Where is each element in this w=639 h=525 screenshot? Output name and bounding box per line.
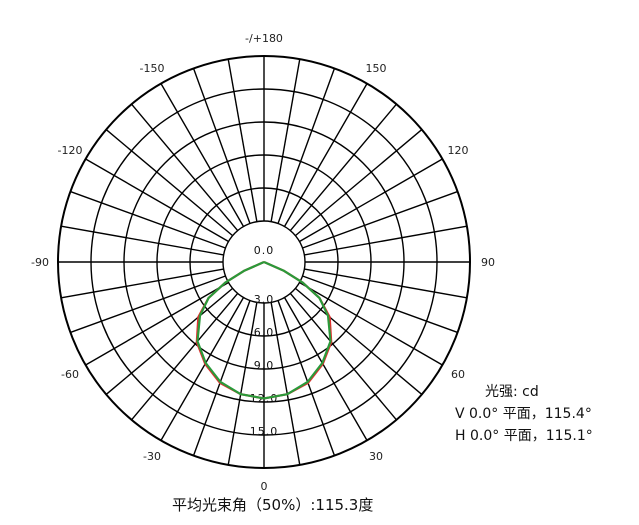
radial-tick-label: 15.0: [250, 425, 279, 438]
legend: 光强: cd V 0.0° 平面，115.4° H 0.0° 平面，115.1°: [455, 381, 593, 447]
angle-tick-label: -60: [61, 368, 79, 381]
angle-tick-label: -120: [58, 144, 83, 157]
grid-spoke: [61, 225, 224, 256]
grid-spoke: [105, 287, 234, 395]
grid-spoke: [277, 300, 336, 456]
grid-spoke: [85, 281, 229, 366]
legend-v-plane: V 0.0° 平面，115.4°: [455, 406, 592, 422]
grid-spoke: [192, 68, 251, 224]
beam-angle-footer: 平均光束角（50%）:115.3度: [172, 496, 374, 514]
radial-tick-label: 0.0: [254, 244, 275, 257]
grid-spoke: [299, 281, 443, 366]
angle-tick-label: 30: [369, 450, 383, 463]
grid-spoke: [283, 83, 368, 227]
angle-tick-label: 0: [261, 480, 268, 493]
grid-spoke: [70, 275, 226, 334]
grid-spoke: [304, 225, 467, 256]
grid-spoke: [270, 302, 301, 465]
legend-h-plane: H 0.0° 平面，115.1°: [455, 428, 593, 444]
grid-spoke: [304, 268, 467, 299]
grid-spoke: [299, 158, 443, 243]
series-curve: [196, 260, 332, 400]
angle-tick-label: 60: [451, 368, 465, 381]
grid-spoke: [289, 103, 397, 232]
grid-spoke: [70, 190, 226, 249]
grid-spoke: [302, 190, 458, 249]
grid-spoke: [302, 275, 458, 334]
grid-spoke: [61, 268, 224, 299]
grid-spoke: [277, 68, 336, 224]
grid-spoke: [283, 297, 368, 441]
grid-spoke: [294, 287, 423, 395]
grid-spoke: [289, 292, 397, 421]
radial-tick-label: 6.0: [254, 326, 275, 339]
radial-tick-label: 9.0: [254, 359, 275, 372]
grid-spoke: [131, 292, 239, 421]
grid-spoke: [227, 59, 258, 222]
angle-tick-label: -150: [140, 62, 165, 75]
angle-tick-label: -30: [143, 450, 161, 463]
grid-spoke: [85, 158, 229, 243]
grid-spoke: [105, 129, 234, 237]
grid-spoke: [227, 302, 258, 465]
grid-spoke: [270, 59, 301, 222]
grid-spoke: [160, 297, 245, 441]
legend-unit: 光强: cd: [485, 384, 539, 400]
grid-spoke: [294, 129, 423, 237]
angle-tick-label: -/+180: [245, 32, 283, 45]
grid-spoke: [192, 300, 251, 456]
angle-tick-label: 90: [481, 256, 495, 269]
grid-spoke: [160, 83, 245, 227]
angle-tick-label: 120: [447, 144, 468, 157]
angle-tick-label: -90: [31, 256, 49, 269]
grid-spoke: [131, 103, 239, 232]
angle-tick-label: 150: [366, 62, 387, 75]
radial-tick-label: 3.0: [254, 293, 275, 306]
